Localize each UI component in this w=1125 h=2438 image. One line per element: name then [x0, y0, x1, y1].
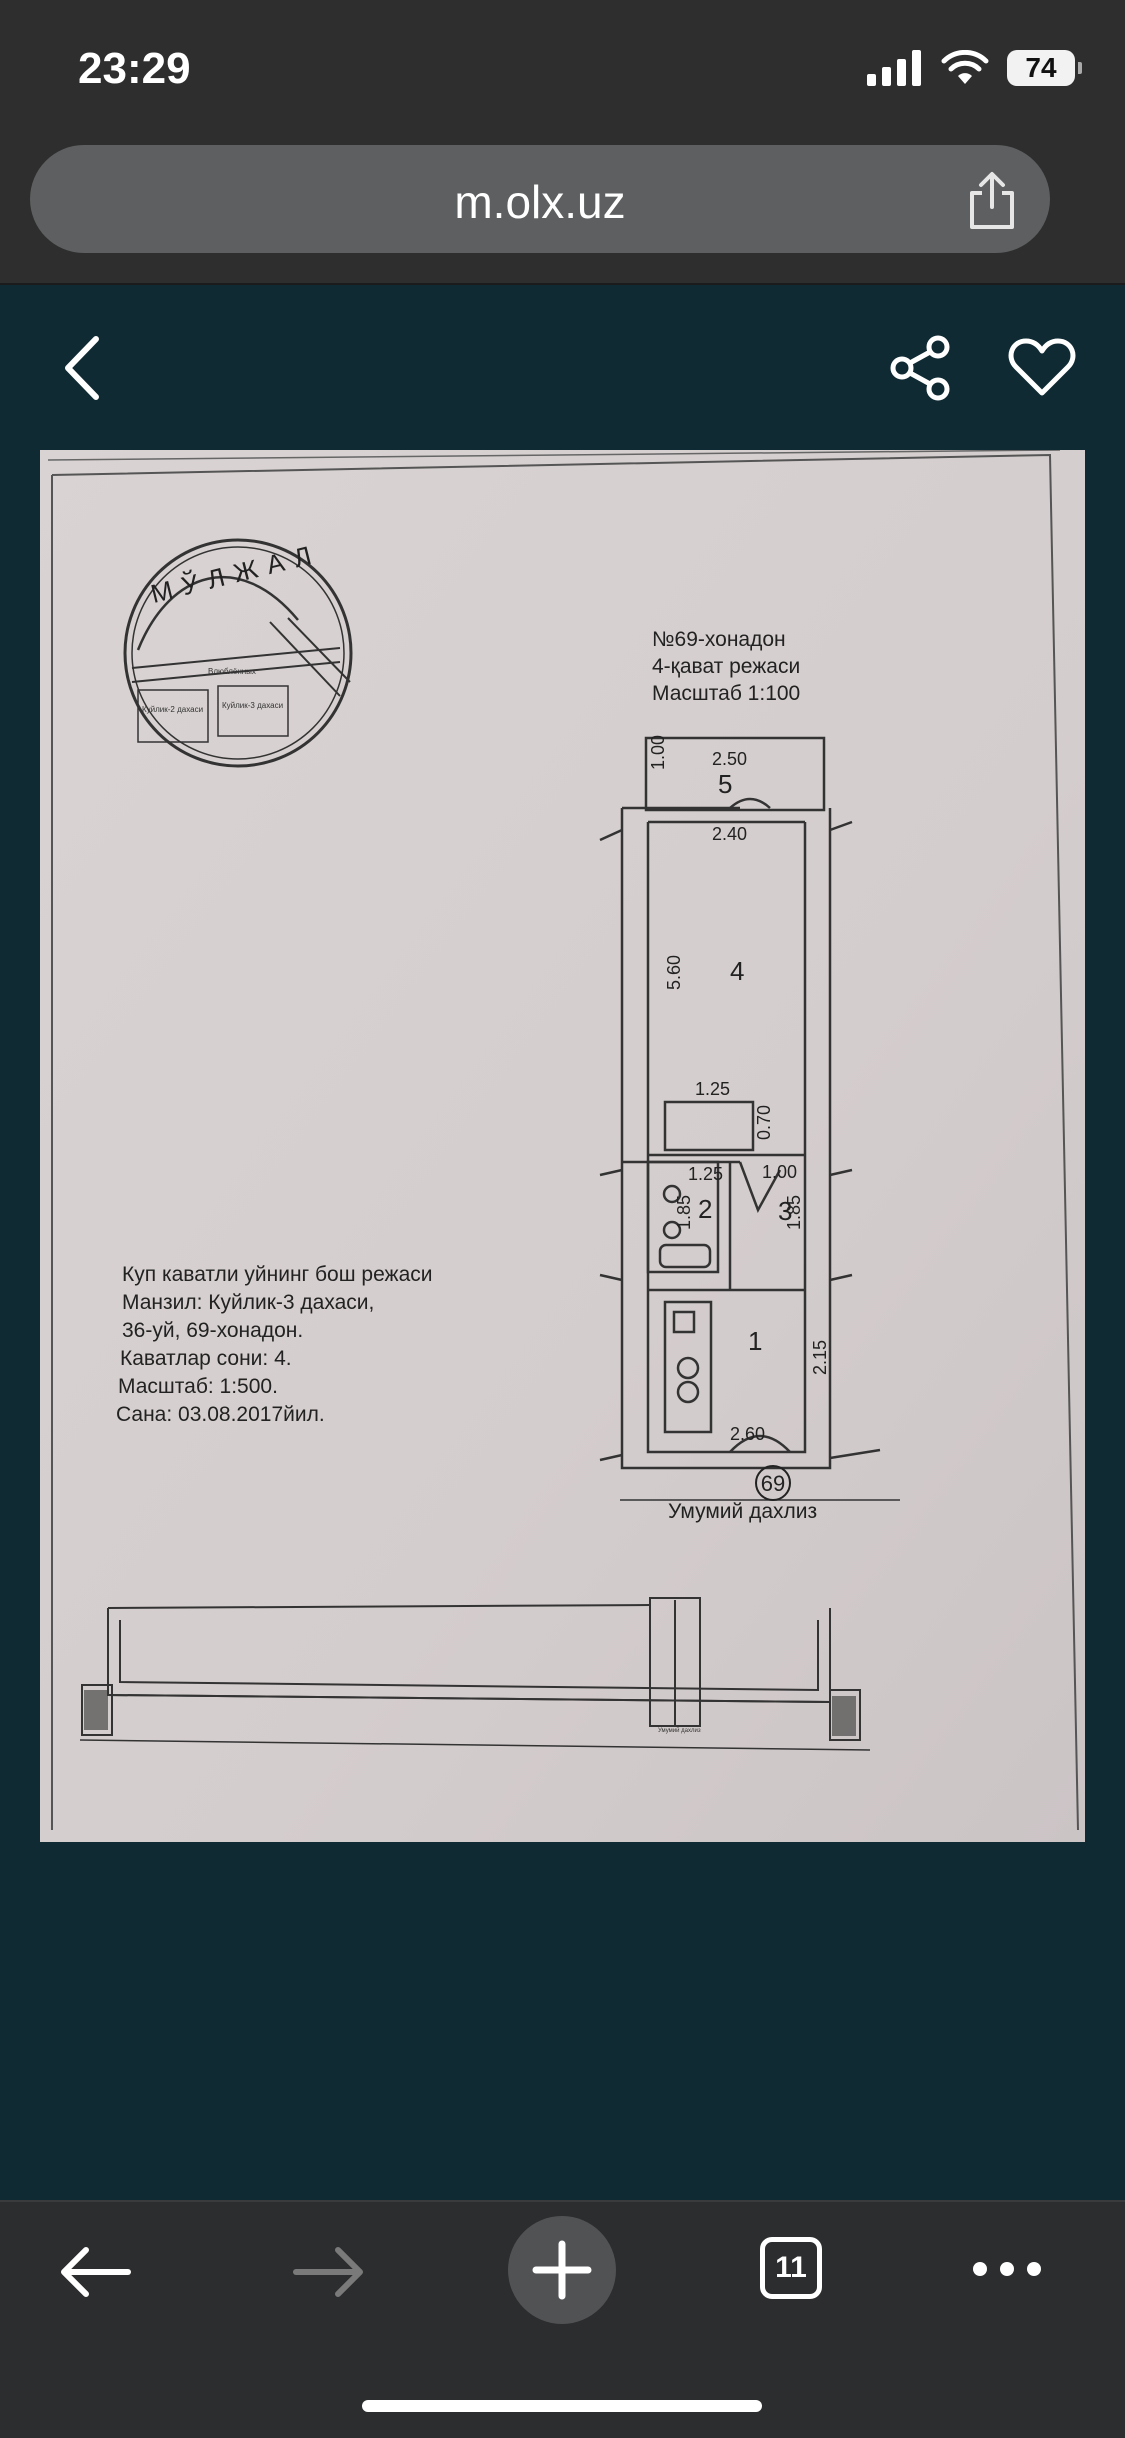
dim-label: 1.85	[784, 1195, 804, 1230]
room-number: 1	[748, 1326, 762, 1356]
dim-label: 1.85	[674, 1195, 694, 1230]
browser-toolbar: 11	[0, 2200, 1125, 2438]
status-bar: 23:29 74	[0, 0, 1125, 140]
share-nodes-icon[interactable]	[888, 335, 954, 401]
info-line: Масштаб: 1:500.	[118, 1375, 278, 1398]
wifi-icon	[941, 50, 989, 84]
tabs-button[interactable]: 11	[760, 2237, 822, 2299]
new-tab-button[interactable]	[508, 2216, 616, 2324]
locator-street: Влюблённых	[208, 667, 256, 676]
room-numbers: 5 4 2 3 1	[698, 769, 792, 1356]
info-line: Куп каватли уйнинг бош режаси	[122, 1263, 433, 1286]
info-line: Каватлар сони: 4.	[120, 1347, 292, 1370]
signal-icon	[867, 50, 921, 86]
room-number: 2	[698, 1194, 712, 1224]
dim-label: 2.15	[810, 1340, 830, 1375]
scale-label: Масштаб 1:100	[652, 682, 800, 705]
dim-label: 2.60	[730, 1424, 765, 1444]
dim-label: 1.00	[648, 735, 668, 770]
dim-label: 1.00	[762, 1162, 797, 1182]
more-menu-icon[interactable]	[970, 2257, 1044, 2281]
status-icons: 74	[867, 48, 1082, 88]
apartment-plan	[599, 736, 900, 1501]
info-line: Сана: 03.08.2017йил.	[116, 1403, 325, 1426]
dim-label: 0.70	[754, 1105, 774, 1140]
apt-title: №69-хонадон	[652, 628, 786, 651]
app-header	[0, 285, 1125, 445]
floor-label: 4-қават режаси	[652, 655, 800, 678]
info-line: Манзил: Куйлик-3 дахаси,	[122, 1291, 374, 1314]
back-arrow-icon[interactable]	[58, 2242, 132, 2302]
room-number: 5	[718, 769, 732, 799]
home-indicator	[362, 2400, 762, 2412]
plan-dimensions: 2.50 1.00 2.40 5.60 1.25 0.70 1.25 1.00 …	[648, 735, 830, 1444]
dim-label: 1.25	[695, 1079, 730, 1099]
battery-indicator: 74	[1007, 50, 1082, 86]
url-text: m.olx.uz	[454, 176, 626, 228]
room-number: 4	[730, 956, 744, 986]
info-line: 36-уй, 69-хонадон.	[122, 1319, 303, 1342]
apartment-number-circle	[755, 1465, 791, 1501]
dim-label: 1.25	[688, 1164, 723, 1184]
locator-block-a: Куйлик-2 дахаси	[142, 705, 203, 714]
building-site-plan	[79, 1597, 871, 1751]
floor-plan-drawing: МЎЛЖАЛ Влюблённых Куйлик-2 дахаси Куйлик…	[40, 450, 1085, 1842]
plus-icon	[532, 2240, 592, 2300]
listing-photo[interactable]: МЎЛЖАЛ Влюблённых Куйлик-2 дахаси Куйлик…	[40, 450, 1085, 1842]
dim-label: 5.60	[664, 955, 684, 990]
apartment-number: 69	[761, 1471, 785, 1496]
mini-corridor-label: Умумий дахлиз	[658, 1727, 701, 1734]
browser-top: m.olx.uz	[0, 140, 1125, 285]
share-icon[interactable]	[964, 171, 1020, 231]
corridor-label: Умумий дахлиз	[668, 1500, 817, 1523]
plan-info-block: Куп каватли уйнинг бош режаси Манзил: Ку…	[116, 1263, 433, 1426]
status-time: 23:29	[78, 44, 191, 93]
dim-label: 2.40	[712, 824, 747, 844]
dim-label: 2.50	[712, 749, 747, 769]
address-bar[interactable]: m.olx.uz	[30, 145, 1050, 253]
room-number: 3	[778, 1196, 792, 1226]
locator-block-b: Куйлик-3 дахаси	[222, 701, 283, 710]
forward-arrow-icon[interactable]	[292, 2242, 366, 2302]
favorite-heart-icon[interactable]	[1008, 335, 1076, 399]
back-chevron-icon[interactable]	[58, 333, 108, 403]
